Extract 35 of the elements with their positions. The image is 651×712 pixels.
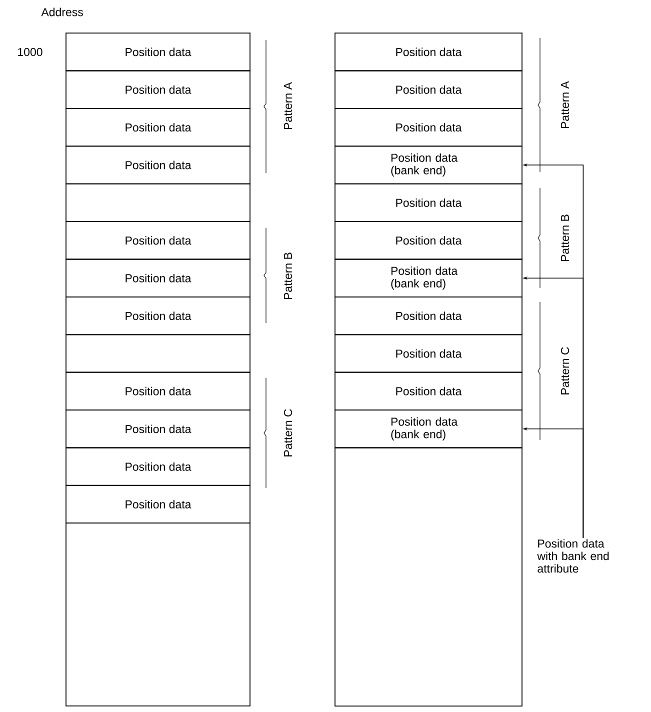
memory-cell: Position data <box>66 410 250 448</box>
memory-cell: Position data (bank end) <box>334 410 522 448</box>
empty-cell <box>66 522 250 706</box>
memory-cell: Position data <box>66 108 250 147</box>
memory-cell: Position data <box>334 372 522 410</box>
memory-cell: Position data <box>66 146 250 184</box>
pattern-label: Pattern B <box>561 214 570 262</box>
memory-cell: Position data <box>66 32 250 72</box>
empty-cell <box>66 183 250 222</box>
memory-cell: Position data <box>334 32 522 72</box>
memory-cell: Position data <box>334 221 522 260</box>
memory-cell: Position data <box>66 372 250 410</box>
memory-cell: Position data <box>66 221 250 260</box>
empty-cell <box>66 334 250 373</box>
memory-cell: Position data <box>66 484 250 524</box>
pattern-label: Pattern B <box>284 252 292 300</box>
memory-cell: Position data <box>334 334 522 373</box>
memory-cell: Position data <box>334 70 522 109</box>
memory-cell: Position data (bank end) <box>334 258 522 298</box>
memory-cell: Position data <box>334 296 522 336</box>
memory-cell: Position data (bank end) <box>334 146 522 184</box>
pattern-label: Pattern A <box>284 82 292 130</box>
pattern-label: Pattern C <box>560 347 570 394</box>
pattern-label: Pattern A <box>561 81 570 128</box>
memory-cell: Position data <box>66 258 250 298</box>
address-value: 1000 <box>18 48 42 56</box>
empty-cell <box>334 447 522 706</box>
memory-cell: Position data <box>66 447 250 486</box>
memory-cell: Position data <box>334 183 522 222</box>
pattern-label: Pattern C <box>284 409 292 456</box>
axis-title: Address <box>41 8 83 16</box>
callout-text: Position data with bank end attribute <box>537 539 609 573</box>
memory-cell: Position data <box>334 108 522 147</box>
memory-cell: Position data <box>66 296 250 336</box>
memory-cell: Position data <box>66 70 250 109</box>
